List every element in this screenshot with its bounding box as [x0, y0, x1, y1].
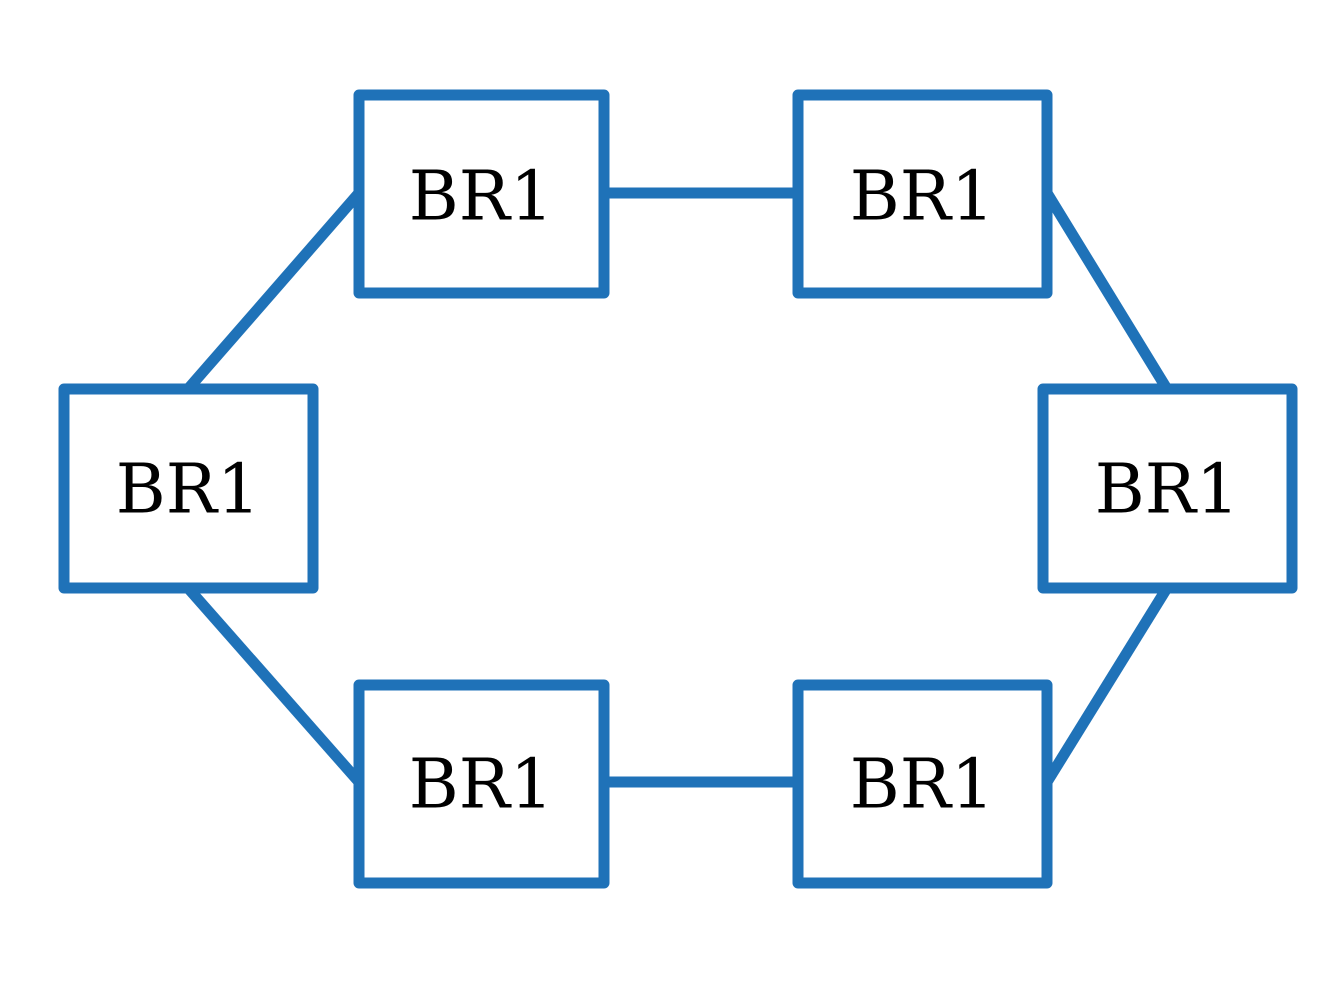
- node-label: BR1: [116, 451, 260, 530]
- node-label: BR1: [850, 746, 994, 825]
- edge-left-to-top-left: [183, 189, 364, 393]
- node-bottom-right: BR1: [792, 679, 1053, 889]
- edge-right-to-bottom-right: [1042, 585, 1172, 785]
- edge-top-right-to-right: [1042, 190, 1172, 392]
- node-right: BR1: [1037, 383, 1298, 594]
- node-label: BR1: [850, 158, 994, 237]
- diagram-edges: [183, 187, 1172, 788]
- node-label: BR1: [409, 158, 553, 237]
- node-top-left: BR1: [353, 89, 610, 299]
- node-box: [792, 679, 1053, 889]
- node-top-right: BR1: [792, 89, 1053, 299]
- node-box: [353, 89, 610, 299]
- node-box: [792, 89, 1053, 299]
- node-left: BR1: [58, 383, 319, 594]
- diagram-nodes: BR1 BR1 BR1 BR1 BR1 BR1: [58, 89, 1298, 889]
- node-label: BR1: [1095, 451, 1239, 530]
- node-box: [353, 679, 610, 889]
- node-box: [58, 383, 319, 594]
- node-box: [1037, 383, 1298, 594]
- edge-bottom-left-to-left: [183, 584, 364, 786]
- node-label: BR1: [409, 746, 553, 825]
- node-bottom-left: BR1: [353, 679, 610, 889]
